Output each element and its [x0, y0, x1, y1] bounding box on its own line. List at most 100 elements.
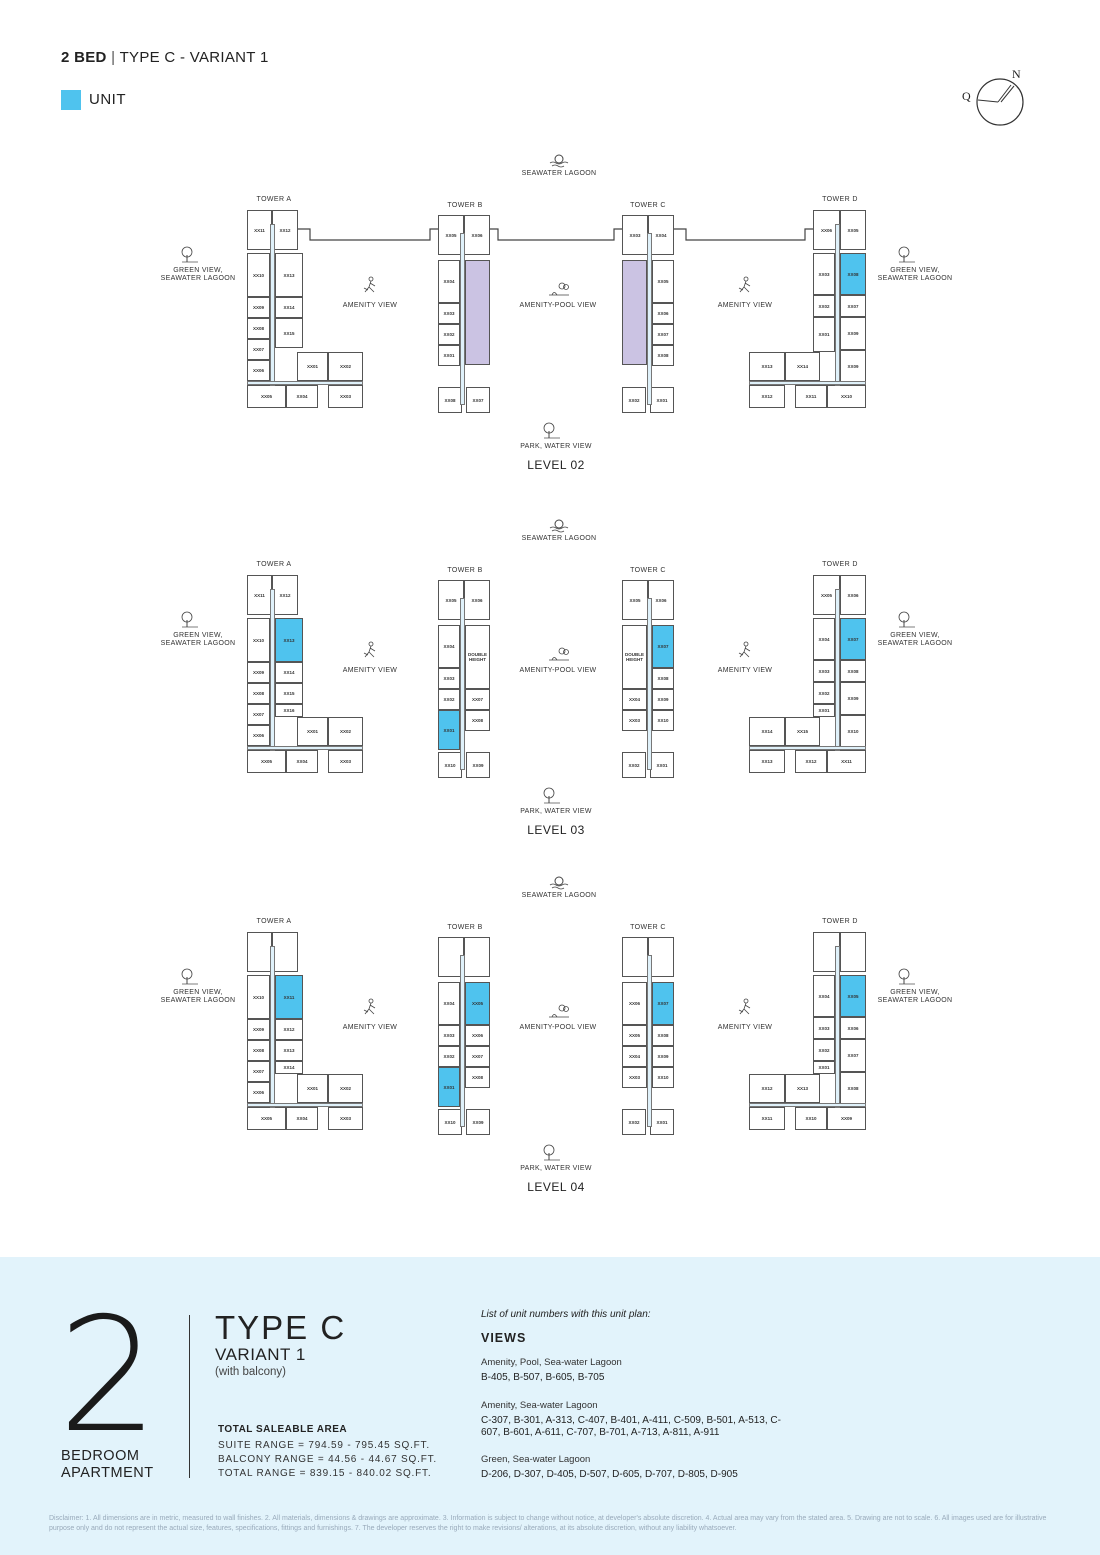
- unit[interactable]: XX03: [622, 710, 647, 731]
- unit[interactable]: XX05: [247, 750, 286, 773]
- unit[interactable]: XX02: [438, 689, 460, 710]
- unit[interactable]: XX06: [840, 575, 866, 615]
- unit[interactable]: XX09: [466, 752, 490, 778]
- unit[interactable]: XX01: [813, 1061, 835, 1074]
- unit[interactable]: XX07: [247, 339, 270, 360]
- unit[interactable]: XX08: [840, 660, 866, 682]
- unit[interactable]: XX02: [622, 387, 646, 413]
- unit[interactable]: [438, 937, 464, 977]
- unit[interactable]: XX01: [813, 317, 835, 352]
- highlighted-unit[interactable]: XX08: [840, 253, 866, 295]
- unit[interactable]: XX09: [840, 350, 866, 382]
- unit[interactable]: XX03: [438, 668, 460, 689]
- unit[interactable]: XX05: [438, 580, 464, 620]
- unit[interactable]: XX02: [622, 1109, 646, 1135]
- unit[interactable]: XX10: [438, 752, 462, 778]
- unit[interactable]: XX09: [827, 1107, 866, 1130]
- unit[interactable]: XX09: [840, 317, 866, 350]
- unit[interactable]: XX08: [247, 318, 270, 339]
- unit[interactable]: XX03: [813, 253, 835, 295]
- unit[interactable]: XX04: [813, 618, 835, 660]
- unit[interactable]: XX08: [652, 345, 674, 366]
- unit[interactable]: XX01: [297, 352, 328, 381]
- unit[interactable]: XX07: [840, 1039, 866, 1072]
- unit[interactable]: XX02: [813, 682, 835, 704]
- unit[interactable]: XX10: [247, 618, 270, 662]
- unit[interactable]: XX11: [247, 575, 272, 615]
- unit[interactable]: XX05: [622, 580, 648, 620]
- unit[interactable]: XX08: [247, 1040, 270, 1061]
- highlighted-unit[interactable]: XX07: [652, 625, 674, 668]
- unit[interactable]: XX08: [465, 710, 490, 731]
- unit[interactable]: XX04: [286, 385, 318, 408]
- unit[interactable]: XX09: [247, 662, 270, 683]
- unit[interactable]: XX08: [438, 387, 462, 413]
- unit[interactable]: XX03: [328, 750, 363, 773]
- unit[interactable]: XX08: [840, 1072, 866, 1104]
- unit[interactable]: XX14: [785, 352, 820, 381]
- unit[interactable]: XX03: [622, 1067, 647, 1088]
- highlighted-unit[interactable]: XX05: [465, 982, 490, 1025]
- highlighted-unit[interactable]: XX05: [840, 975, 866, 1017]
- unit[interactable]: XX10: [827, 385, 866, 408]
- unit[interactable]: XX06: [652, 303, 674, 324]
- unit[interactable]: XX02: [813, 295, 835, 317]
- unit[interactable]: XX14: [749, 717, 785, 746]
- unit[interactable]: XX07: [465, 689, 490, 710]
- unit[interactable]: XX04: [286, 1107, 318, 1130]
- unit[interactable]: XX05: [652, 260, 674, 303]
- unit[interactable]: XX01: [438, 345, 460, 366]
- unit[interactable]: XX10: [652, 1067, 674, 1088]
- unit[interactable]: XX03: [438, 1025, 460, 1046]
- unit[interactable]: XX06: [247, 360, 270, 381]
- unit[interactable]: XX09: [652, 1046, 674, 1067]
- unit[interactable]: XX12: [272, 575, 298, 615]
- unit[interactable]: XX12: [272, 210, 298, 250]
- unit[interactable]: XX04: [813, 975, 835, 1017]
- unit[interactable]: XX09: [247, 1019, 270, 1040]
- unit[interactable]: XX04: [438, 260, 460, 303]
- unit[interactable]: XX04: [648, 215, 674, 255]
- unit[interactable]: XX10: [247, 975, 270, 1019]
- unit[interactable]: [272, 932, 298, 972]
- unit[interactable]: XX01: [297, 1074, 328, 1103]
- unit[interactable]: XX10: [795, 1107, 827, 1130]
- highlighted-unit[interactable]: XX01: [438, 1067, 460, 1107]
- unit[interactable]: XX02: [328, 1074, 363, 1103]
- unit[interactable]: XX03: [328, 385, 363, 408]
- unit[interactable]: XX04: [286, 750, 318, 773]
- unit[interactable]: XX05: [622, 1025, 647, 1046]
- unit[interactable]: XX07: [465, 1046, 490, 1067]
- unit[interactable]: XX09: [466, 1109, 490, 1135]
- unit[interactable]: XX12: [749, 1074, 785, 1103]
- unit[interactable]: XX01: [297, 717, 328, 746]
- unit[interactable]: XX16: [275, 704, 303, 717]
- unit[interactable]: [622, 937, 648, 977]
- unit[interactable]: XX02: [328, 352, 363, 381]
- unit[interactable]: XX15: [275, 683, 303, 704]
- unit[interactable]: XX12: [275, 1019, 303, 1040]
- unit[interactable]: XX05: [247, 1107, 286, 1130]
- unit[interactable]: XX07: [652, 324, 674, 345]
- unit[interactable]: XX09: [652, 689, 674, 710]
- unit[interactable]: XX06: [622, 982, 647, 1025]
- unit[interactable]: XX06: [247, 1082, 270, 1103]
- unit[interactable]: XX05: [840, 210, 866, 250]
- unit[interactable]: XX01: [650, 387, 674, 413]
- unit[interactable]: XX09: [247, 297, 270, 318]
- unit[interactable]: XX15: [275, 318, 303, 348]
- unit[interactable]: XX06: [247, 725, 270, 746]
- unit[interactable]: XX04: [622, 1046, 647, 1067]
- unit[interactable]: XX01: [650, 1109, 674, 1135]
- unit[interactable]: XX03: [622, 215, 648, 255]
- unit[interactable]: XX13: [749, 750, 785, 773]
- unit[interactable]: XX13: [785, 1074, 820, 1103]
- unit[interactable]: XX08: [652, 1025, 674, 1046]
- unit[interactable]: XX08: [652, 668, 674, 689]
- unit[interactable]: XX06: [464, 580, 490, 620]
- unit[interactable]: XX07: [247, 1061, 270, 1082]
- unit[interactable]: XX09: [840, 682, 866, 715]
- unit[interactable]: XX06: [464, 215, 490, 255]
- unit[interactable]: XX14: [275, 297, 303, 318]
- unit[interactable]: XX12: [749, 385, 785, 408]
